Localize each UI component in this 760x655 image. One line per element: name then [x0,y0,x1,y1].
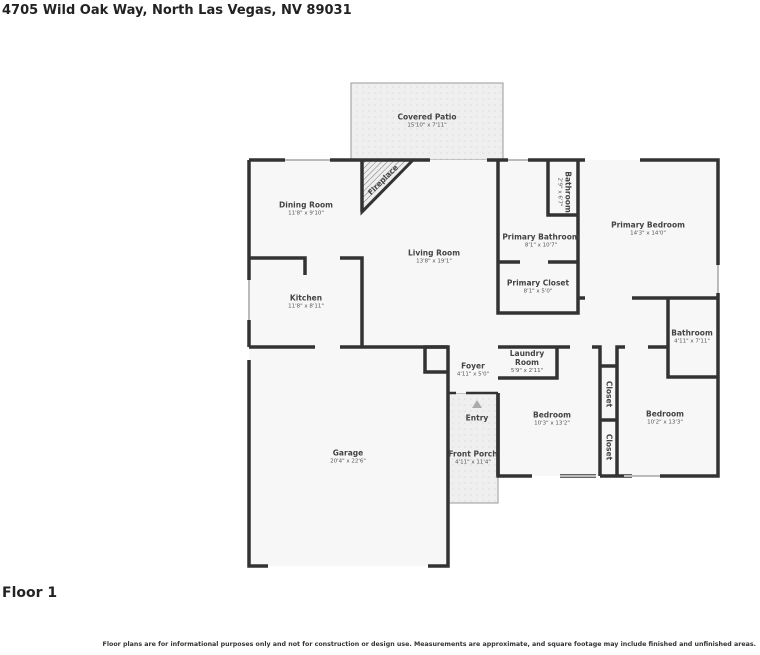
entry-arrow-icon [472,400,482,408]
room-label: Closet [604,433,614,461]
disclaimer: Floor plans are for informational purpos… [102,641,756,648]
floor-label: Floor 1 [2,585,58,601]
windows [248,159,719,477]
room-label: Entry [465,413,489,423]
porch-area [447,392,499,504]
room-label: Closet [604,380,614,408]
page-title: 4705 Wild Oak Way, North Las Vegas, NV 8… [2,3,352,18]
patio-area [350,82,504,161]
